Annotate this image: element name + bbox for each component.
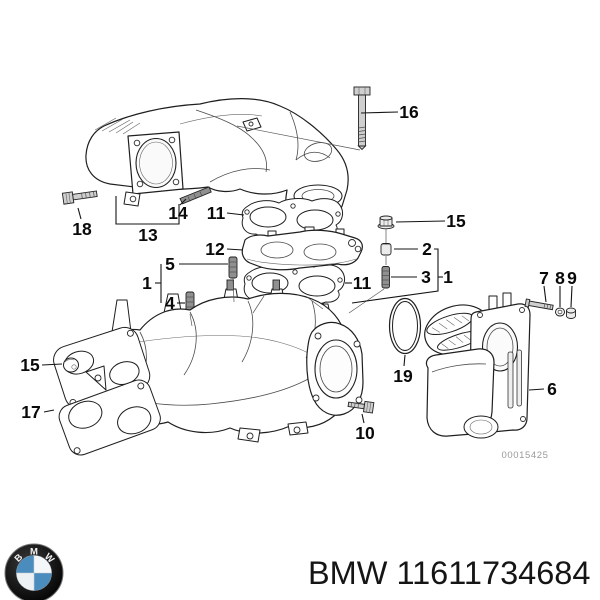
assembly-line-5 [189,313,193,327]
callout-label-2: 2 [422,239,432,259]
flange-nut-15-top [377,215,395,230]
callout-leader-10 [361,413,365,424]
callout-label-14: 14 [168,203,188,223]
callout-label-11: 11 [353,273,372,293]
callout-label-3: 3 [421,267,431,287]
nut-9 [566,307,576,319]
rib-texture [94,117,141,135]
callout-label-9: 9 [567,268,577,288]
callout-label-19: 19 [393,366,413,386]
callout-leader-11 [226,212,245,216]
stud-14 [179,186,212,205]
callout-leader-6 [528,388,545,391]
callout-label-8: 8 [555,268,565,288]
bushing-2 [380,243,392,256]
stud-4 [185,291,195,314]
callout-label-1: 1 [443,267,453,287]
callout-label-5: 5 [165,254,175,274]
logo-quadrant-blue-tl [16,555,34,573]
callout-leader-19 [403,354,406,367]
callout-bracket-2 [351,248,439,304]
callout-label-15: 15 [20,355,40,375]
assembly-line-7 [306,296,324,310]
cap-nut-15-left [63,357,79,373]
callout-label-13: 13 [138,225,158,245]
assembly-line-6 [252,295,265,314]
assembly-line-0 [236,125,361,151]
watermark: 00015425 [501,450,548,461]
adapter-plate-12 [241,226,363,271]
assembly-line-4 [232,277,235,303]
callout-label-11: 11 [207,203,226,223]
bolt-16 [353,86,371,151]
bolt-7 [524,298,554,311]
callout-label-12: 12 [205,239,225,259]
callout-leader-7 [543,285,547,303]
logo-quadrant-white-bl [16,573,34,591]
callout-leader-12 [226,248,244,251]
callout-leader-14 [179,198,187,206]
callout-label-18: 18 [72,219,92,239]
callout-label-10: 10 [355,423,375,443]
callout-leader-15 [395,220,446,223]
gasket-17 [58,379,161,456]
callout-label-17: 17 [21,402,40,422]
part-number: 11611734684 [396,555,590,591]
callout-leader-18 [77,207,82,220]
throttle-body-6 [424,292,531,439]
lower-manifold [53,279,364,443]
throttle-flange [123,131,184,207]
callout-bracket-13 [115,196,180,225]
logo-quadrant-white-tr [34,555,52,573]
callout-leader-15 [41,363,63,366]
stud-5 [228,256,238,279]
upper-manifold-assembly [85,98,349,217]
o-ring-19 [388,297,422,355]
callout-label-6: 6 [547,379,557,399]
callout-label-15: 15 [446,211,466,231]
logo-quadrant-blue-br [34,573,52,591]
bmw-logo: B M W [4,543,64,600]
logo-letter-m: M [30,547,38,558]
callout-label-7: 7 [539,268,549,288]
washer-8 [555,307,565,317]
callout-leader-16 [360,111,399,114]
callout-label-1: 1 [142,273,152,293]
sleeve-3 [381,266,390,289]
callout-label-4: 4 [165,293,175,313]
brand-text: BMW [308,555,388,591]
bolt-18 [61,190,98,205]
bolt-10 [347,400,375,414]
callout-leader-9 [570,285,573,308]
right-flange [306,321,364,416]
callout-leader-17 [43,409,55,413]
callout-label-16: 16 [399,102,419,122]
